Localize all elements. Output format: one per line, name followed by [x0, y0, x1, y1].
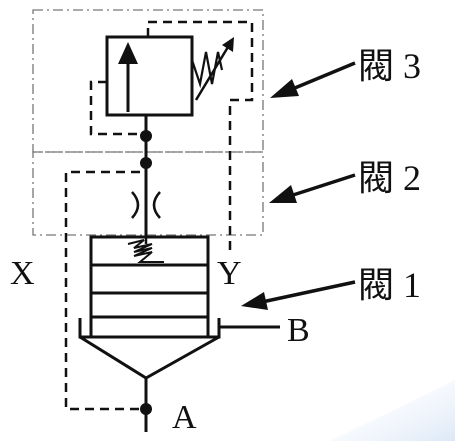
relief-spring-icon: [190, 51, 224, 89]
junction-node-2: [140, 157, 152, 169]
valve1-spring-icon: [127, 239, 164, 263]
relief-valve-body: [105, 35, 194, 117]
label-port-a: A: [172, 399, 197, 436]
label-port-y: Y: [217, 255, 242, 292]
label-port-x: X: [10, 255, 35, 292]
pilot-line-x: [64, 170, 146, 411]
adjust-arrow-icon: [194, 37, 234, 101]
arrow-valve1-icon: [241, 280, 356, 310]
arrow-valve2-icon: [269, 173, 356, 203]
label-valve1: 閥 1: [358, 265, 421, 305]
pilot-line-v3: [89, 80, 140, 136]
junction-node-1: [140, 130, 152, 142]
corner-tint: [330, 380, 455, 441]
arrow-valve3-icon: [270, 61, 356, 98]
junction-node-a: [140, 403, 152, 415]
label-port-b: B: [287, 312, 310, 349]
valve-seat-outer: [78, 318, 221, 339]
drain-line-y: [146, 20, 254, 250]
orifice-icon: [131, 191, 161, 219]
label-valve3: 閥 3: [358, 46, 421, 86]
label-valve2: 閥 2: [358, 158, 421, 198]
valve1-body: [89, 235, 210, 319]
poppet-cone: [79, 335, 220, 380]
flow-arrow-icon: [118, 42, 138, 112]
valve2-boundary: [32, 151, 264, 236]
